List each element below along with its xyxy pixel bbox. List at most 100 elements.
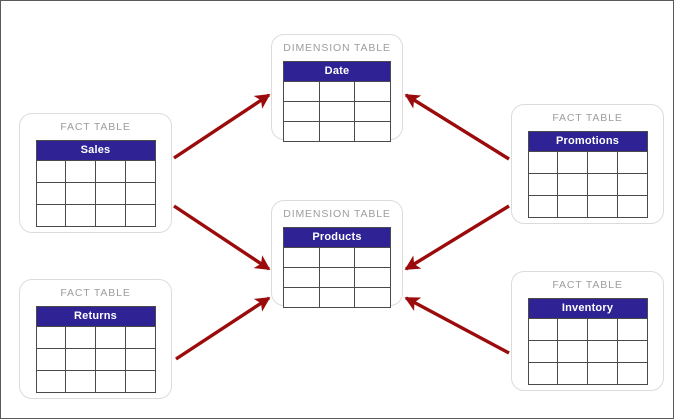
table-cell: [95, 348, 126, 371]
table-header-row: Inventory: [527, 298, 648, 319]
table-row: [35, 348, 156, 371]
table-cell: [65, 370, 96, 393]
table-cell: [587, 151, 618, 174]
table-grid-date: Date: [283, 61, 391, 142]
table-cell: [318, 247, 356, 268]
table-cell: [65, 348, 96, 371]
table-cell: [65, 326, 96, 349]
table-grid-returns: Returns: [35, 306, 156, 393]
arrow-sales-to-date: [173, 93, 271, 160]
table-cell: [318, 287, 356, 308]
table-row: [35, 160, 156, 183]
table-header-row: Products: [283, 227, 391, 248]
table-cell: [283, 101, 320, 122]
table-cell: [65, 204, 96, 227]
table-card-sales[interactable]: FACT TABLE Sales: [19, 113, 172, 233]
table-card-returns[interactable]: FACT TABLE Returns: [19, 279, 172, 399]
table-cell: [65, 182, 96, 205]
table-cell: [283, 81, 320, 102]
table-cell: [527, 173, 559, 196]
table-cell: [354, 267, 391, 288]
table-row: [35, 370, 156, 393]
card-caption-promotions: FACT TABLE: [552, 112, 623, 124]
table-title-returns: Returns: [35, 306, 156, 327]
table-cell: [65, 160, 96, 183]
table-header-row: Promotions: [527, 131, 648, 152]
table-cell: [354, 287, 391, 308]
table-cell: [95, 370, 126, 393]
table-row: [527, 151, 648, 174]
table-cell: [35, 370, 67, 393]
table-row: [35, 182, 156, 205]
table-cell: [95, 160, 126, 183]
table-header-row: Sales: [35, 140, 156, 161]
table-row: [283, 287, 391, 308]
table-cell: [557, 340, 588, 363]
card-caption-returns: FACT TABLE: [60, 287, 131, 299]
table-header-row: Returns: [35, 306, 156, 327]
table-cell: [616, 195, 648, 218]
table-row: [527, 362, 648, 385]
table-cell: [35, 160, 67, 183]
table-cell: [318, 121, 356, 142]
table-grid-products: Products: [283, 227, 391, 308]
table-cell: [35, 326, 67, 349]
table-cell: [35, 182, 67, 205]
table-row: [283, 121, 391, 142]
table-cell: [616, 362, 648, 385]
table-cell: [557, 173, 588, 196]
table-cell: [557, 195, 588, 218]
table-grid-inventory: Inventory: [527, 298, 648, 385]
arrow-returns-to-products: [175, 296, 271, 361]
table-card-promotions[interactable]: FACT TABLE Promotions: [511, 104, 664, 224]
table-cell: [283, 267, 320, 288]
table-title-products: Products: [283, 227, 391, 248]
table-row: [283, 247, 391, 268]
card-caption-products: DIMENSION TABLE: [283, 208, 391, 220]
table-grid-promotions: Promotions: [527, 131, 648, 218]
table-cell: [616, 340, 648, 363]
table-cell: [527, 340, 559, 363]
table-cell: [587, 340, 618, 363]
table-cell: [35, 204, 67, 227]
table-cell: [124, 370, 156, 393]
table-cell: [124, 160, 156, 183]
table-header-row: Date: [283, 61, 391, 82]
table-card-date[interactable]: DIMENSION TABLE Date: [271, 34, 403, 142]
table-row: [35, 326, 156, 349]
arrow-promotions-to-products: [404, 204, 510, 271]
table-cell: [527, 318, 559, 341]
table-card-inventory[interactable]: FACT TABLE Inventory: [511, 271, 664, 391]
table-cell: [354, 81, 391, 102]
table-cell: [354, 101, 391, 122]
table-cell: [557, 151, 588, 174]
table-cell: [354, 247, 391, 268]
table-row: [527, 340, 648, 363]
table-card-products[interactable]: DIMENSION TABLE Products: [271, 200, 403, 308]
arrow-promotions-to-date: [404, 93, 510, 161]
arrow-sales-to-products: [173, 204, 271, 271]
table-cell: [557, 318, 588, 341]
table-cell: [95, 182, 126, 205]
table-row: [283, 101, 391, 122]
table-row: [283, 81, 391, 102]
table-cell: [557, 362, 588, 385]
table-cell: [35, 348, 67, 371]
card-caption-date: DIMENSION TABLE: [283, 42, 391, 54]
table-cell: [318, 101, 356, 122]
table-grid-sales: Sales: [35, 140, 156, 227]
table-cell: [587, 362, 618, 385]
card-caption-inventory: FACT TABLE: [552, 279, 623, 291]
table-cell: [95, 326, 126, 349]
table-row: [527, 318, 648, 341]
table-cell: [527, 362, 559, 385]
table-cell: [124, 204, 156, 227]
table-cell: [587, 173, 618, 196]
table-cell: [527, 151, 559, 174]
table-title-sales: Sales: [35, 140, 156, 161]
table-cell: [616, 151, 648, 174]
table-row: [35, 204, 156, 227]
table-cell: [587, 318, 618, 341]
table-cell: [587, 195, 618, 218]
